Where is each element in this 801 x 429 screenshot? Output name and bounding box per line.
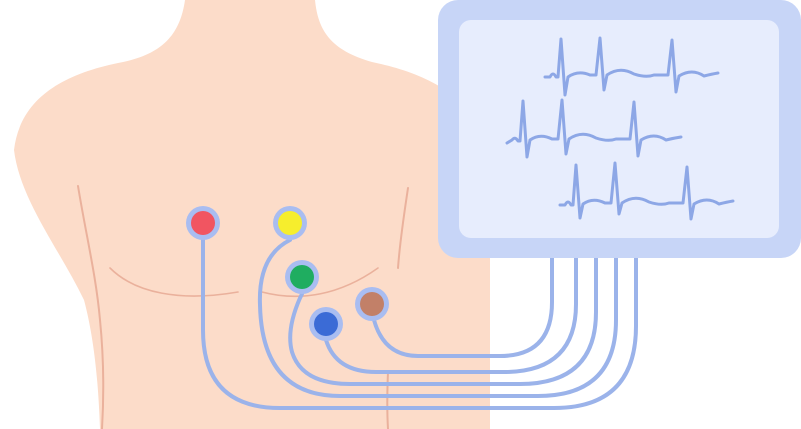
torso-left-contour xyxy=(77,185,105,429)
torso-right-contour xyxy=(397,187,409,269)
electrode-brown xyxy=(355,287,389,321)
electrode-green-dot xyxy=(290,265,314,289)
cable-green xyxy=(288,256,598,386)
electrode-brown-dot xyxy=(360,292,384,316)
pectoral-line-left xyxy=(109,267,239,297)
electrode-blue-dot xyxy=(314,312,338,336)
ecg-trace-3 xyxy=(558,161,735,221)
cable-blue xyxy=(324,256,578,374)
cable-brown xyxy=(372,256,554,358)
electrode-red xyxy=(186,206,220,240)
electrode-yellow-dot xyxy=(278,211,302,235)
electrode-red-dot xyxy=(191,211,215,235)
electrode-green xyxy=(285,260,319,294)
ecg-traces xyxy=(505,36,735,221)
pectoral-line-right xyxy=(261,267,379,298)
torso-bottom-contour xyxy=(386,371,389,429)
electrodes xyxy=(186,206,389,341)
ecg-trace-1 xyxy=(543,36,720,97)
torso xyxy=(14,0,492,429)
lead-cables xyxy=(201,238,638,410)
torso-body xyxy=(14,0,492,429)
ecg-trace-2 xyxy=(505,98,683,159)
electrode-yellow xyxy=(273,206,307,240)
cable-yellow xyxy=(257,238,618,398)
electrode-blue xyxy=(309,307,343,341)
ecg-monitor xyxy=(438,0,801,258)
cable-red xyxy=(201,238,638,410)
